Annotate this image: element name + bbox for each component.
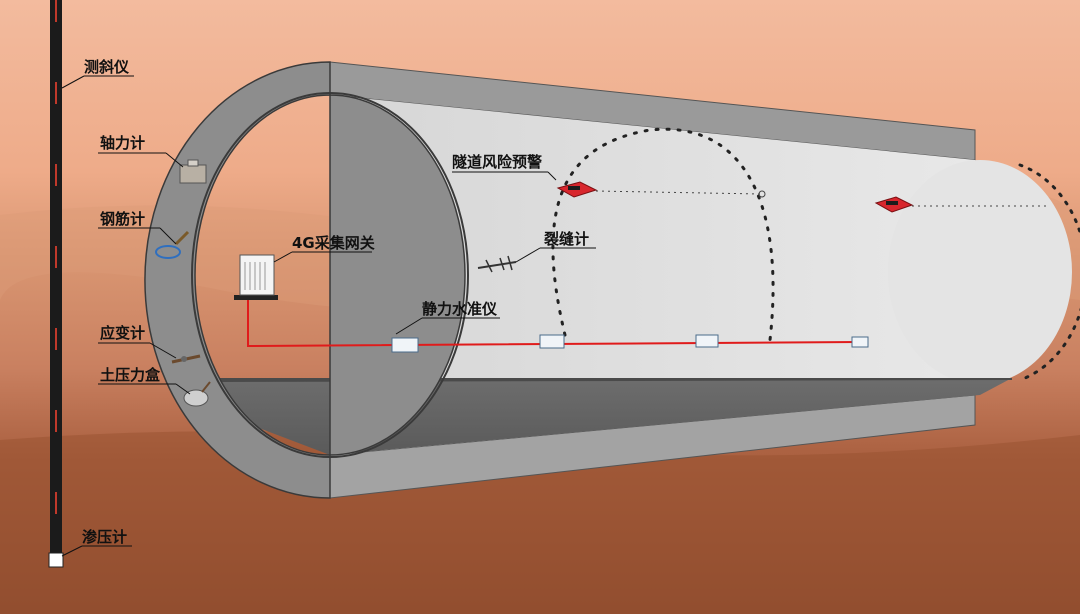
tunnel-far-end-rim	[1018, 163, 1080, 382]
tunnel-front-inner-edge	[191, 92, 469, 458]
static-level-icon	[391, 334, 869, 353]
gateway-device-icon	[234, 254, 278, 300]
label-gateway: 4G采集网关	[292, 234, 375, 252]
label-strain-gauge: 应变计	[100, 324, 145, 342]
axial-force-meter-icon	[179, 159, 207, 184]
label-crack-meter: 裂缝计	[543, 230, 589, 248]
label-static-level: 静力水准仪	[422, 300, 498, 318]
inclinometer-leader	[61, 75, 85, 89]
label-axial-force-meter: 轴力计	[100, 134, 145, 152]
label-piezometer: 渗压计	[82, 528, 127, 546]
static-level-leader	[395, 317, 423, 335]
alarm-device-icon	[556, 181, 914, 213]
tunnel-interior-wall	[330, 95, 975, 455]
label-rebar-meter: 钢筋计	[100, 210, 145, 228]
label-inclinometer: 测斜仪	[84, 58, 130, 76]
tunnel-front-ring	[144, 61, 466, 499]
label-tunnel-risk-alarm: 隧道风险预警	[452, 153, 542, 171]
label-earth-pressure-cell: 土压力盒	[100, 366, 161, 384]
crack-meter-leader	[515, 247, 541, 263]
inclinometer-pipe-icon	[48, 0, 64, 568]
alarm-leader	[547, 171, 557, 181]
crack-meter-icon	[477, 255, 517, 273]
rebar-leader	[159, 227, 177, 245]
earth-pressure-leader	[175, 383, 191, 395]
strain-leader	[149, 342, 177, 359]
data-cable	[247, 298, 861, 348]
strain-gauge-icon	[171, 354, 201, 364]
rebar-meter-icon	[155, 230, 190, 259]
tunnel-far-end	[888, 160, 1072, 384]
alarm-connection-node	[758, 190, 766, 198]
piezometer-leader	[61, 545, 83, 557]
monitoring-section-arc	[551, 127, 775, 342]
gateway-leader	[273, 251, 293, 263]
axial-leader	[165, 152, 184, 168]
